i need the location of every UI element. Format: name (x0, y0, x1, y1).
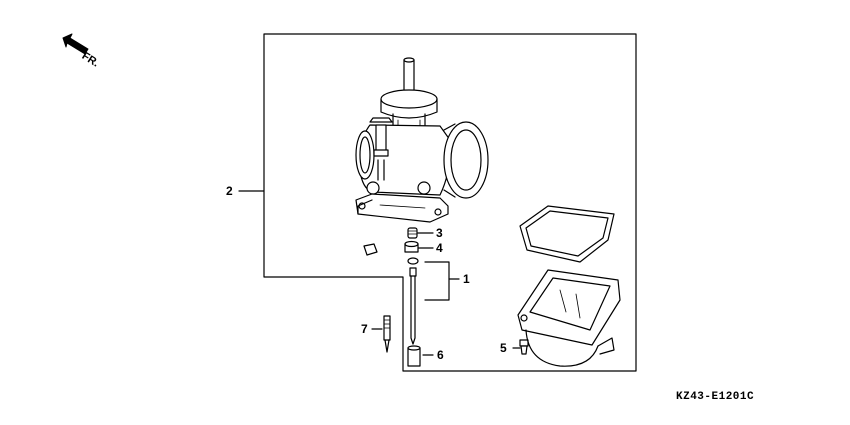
part-1-needle (407, 257, 419, 345)
callout-3: 3 (436, 226, 443, 240)
callout-1: 1 (463, 272, 470, 286)
small-nut (363, 243, 378, 256)
part-5-drain-screw (519, 339, 529, 355)
leader-lines (238, 190, 521, 356)
part-4-jet (404, 240, 419, 253)
diagram-code: KZ43-E1201C (676, 391, 755, 403)
callout-2: 2 (226, 184, 233, 198)
callout-5: 5 (500, 341, 507, 355)
part-7-pilot-screw (383, 315, 391, 353)
leader-1-bracket (424, 261, 450, 301)
callout-7: 7 (361, 322, 368, 336)
callout-6: 6 (437, 348, 444, 362)
float-bowl (517, 269, 621, 367)
callout-4: 4 (436, 241, 443, 255)
assembly-outline (263, 33, 637, 372)
part-6-needle-jet (407, 345, 421, 367)
float-bowl-gasket (519, 205, 615, 263)
front-direction-arrow-icon (62, 33, 89, 55)
part-3-collar (407, 227, 418, 239)
carburetor-body (355, 57, 489, 223)
